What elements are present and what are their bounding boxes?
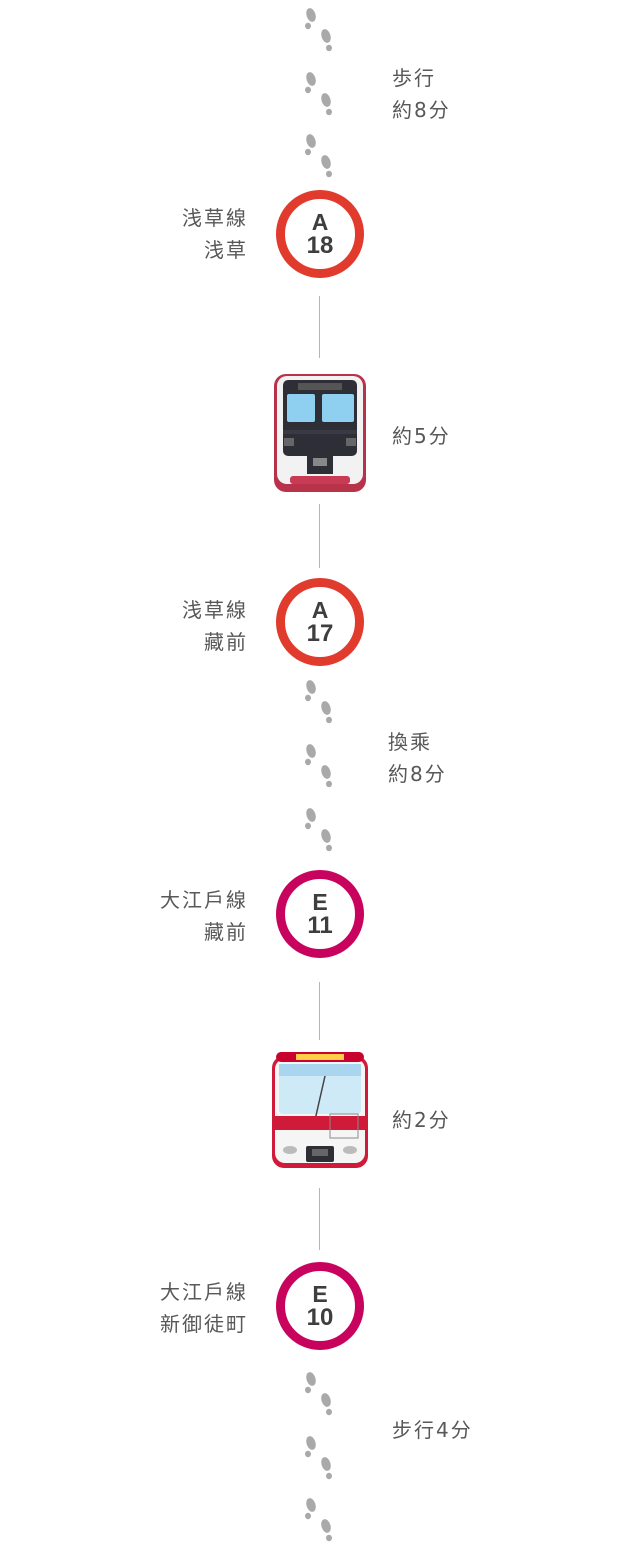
route-connector xyxy=(319,1188,320,1250)
walk-duration-text: 歩行 約8分 xyxy=(392,66,451,122)
station-badge-a18[interactable]: A 18 xyxy=(276,190,364,278)
ride-duration-text: 約5分 xyxy=(392,424,451,448)
line-code: E xyxy=(312,1281,328,1307)
station-name-kuramae-asakusa: 浅草線 藏前 xyxy=(182,598,248,654)
station-number: 10 xyxy=(306,1304,334,1331)
station-name-shin-okachimachi: 大江戶線 新御徒町 xyxy=(160,1280,248,1336)
oedo-line-train-icon xyxy=(272,1052,368,1168)
footprint-icon xyxy=(305,808,332,852)
station-name-asakusa: 浅草線 浅草 xyxy=(182,206,248,262)
footprint-icon xyxy=(305,744,332,788)
footprint-icon xyxy=(305,1436,332,1480)
footprint-icon xyxy=(305,8,332,52)
footprint-icon xyxy=(305,1372,332,1416)
transfer-duration-text: 換乘 約8分 xyxy=(388,730,447,786)
asakusa-line-train-icon xyxy=(274,374,366,492)
ride-duration-text: 約2分 xyxy=(392,1108,451,1132)
station-number: 18 xyxy=(306,232,334,259)
footprint-icon xyxy=(305,1498,332,1542)
walk-duration-text: 步行4分 xyxy=(392,1418,473,1442)
station-number: 17 xyxy=(306,620,334,647)
line-code: A xyxy=(311,209,329,235)
line-code: A xyxy=(311,597,329,623)
line-code: E xyxy=(312,889,328,915)
route-connector xyxy=(319,504,320,568)
station-badge-e11[interactable]: E 11 xyxy=(276,870,364,958)
station-number: 11 xyxy=(307,912,333,939)
station-name-kuramae-oedo: 大江戶線 藏前 xyxy=(160,888,248,944)
footprint-icon xyxy=(305,680,332,724)
route-connector xyxy=(319,982,320,1040)
footprint-icon xyxy=(305,134,332,178)
station-badge-a17[interactable]: A 17 xyxy=(276,578,364,666)
route-connector xyxy=(319,296,320,358)
footprint-icon xyxy=(305,72,332,116)
station-badge-e10[interactable]: E 10 xyxy=(276,1262,364,1350)
